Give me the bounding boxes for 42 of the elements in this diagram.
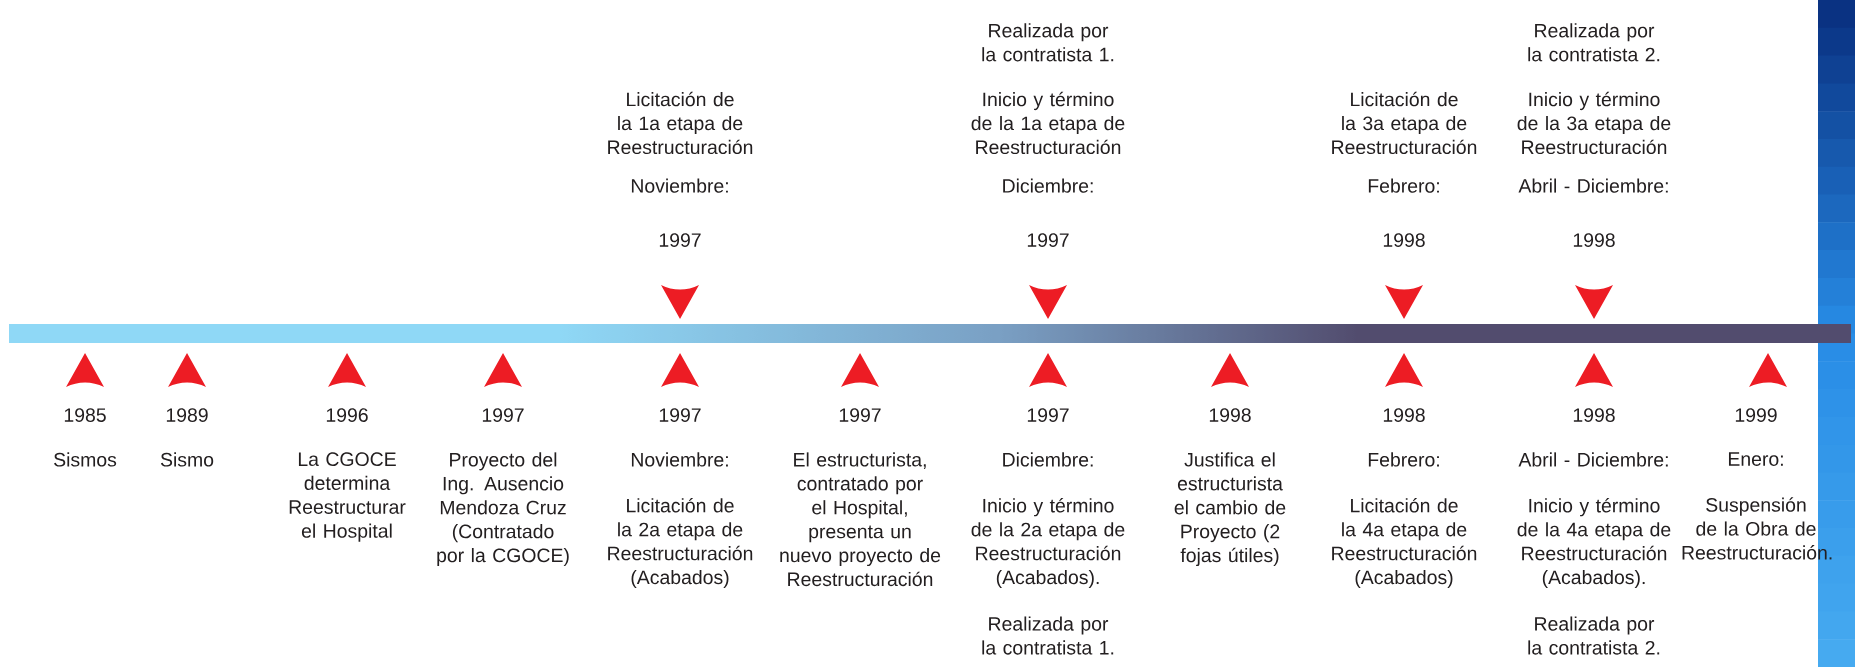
year-label: 1997 — [1027, 233, 1069, 247]
event-description: Licitación de la 2a etapa de Reestructuración (Acabados) — [608, 498, 753, 589]
event-description: Sismos — [54, 452, 117, 467]
event-description: La CGOCE determina Reestructurar el Hospital — [289, 452, 406, 542]
month-label: Diciembre: — [1003, 178, 1093, 193]
event-description: Licitación de la 3a etapa de Reestructuración — [1332, 91, 1477, 155]
year-label: 1997 — [659, 408, 701, 422]
year-label: 1999 — [1735, 408, 1777, 422]
event-description: Sismo — [160, 452, 214, 467]
month-label: Abril - Diciembre: — [1518, 178, 1668, 193]
event-description: Inicio y término de la 4a etapa de Reestructuración (Acabados). — [1517, 498, 1671, 589]
event-description: Inicio y término de la 2a etapa de Reestructuración (Acabados). — [971, 498, 1125, 589]
year-label: 1998 — [1573, 408, 1615, 422]
year-label: 1998 — [1383, 408, 1425, 422]
year-label: 1996 — [326, 408, 368, 422]
year-label: 1998 — [1209, 408, 1251, 422]
event-description: Inicio y término de la 3a etapa de Reestructuración — [1517, 91, 1671, 155]
year-label: 1997 — [839, 408, 881, 422]
contractor-note: Realizada por la contratista 2. — [1528, 616, 1660, 655]
year-label: 1985 — [64, 408, 106, 422]
year-label: 1998 — [1573, 233, 1615, 247]
contractor-note: Realizada por la contratista 1. — [982, 23, 1114, 62]
event-description: Proyecto del Ing. Ausencio Mendoza Cruz (Contratado por la CGOCE) — [437, 452, 569, 567]
contractor-note: Realizada por la contratista 1. — [982, 616, 1114, 655]
contractor-note: Realizada por la contratista 2. — [1528, 23, 1660, 62]
event-description: Licitación de la 1a etapa de Reestructuración — [608, 91, 753, 155]
year-label: 1997 — [1027, 408, 1069, 422]
event-description: El estructurista, contratado por el Hospital, presenta un nuevo proyecto de Reestructuración — [780, 452, 941, 587]
month-label: Noviembre: — [631, 178, 728, 193]
year-label: 1997 — [659, 233, 701, 247]
year-label: 1989 — [166, 408, 208, 422]
month-label: Febrero: — [1368, 452, 1439, 467]
month-label: Diciembre: — [1003, 452, 1093, 467]
year-label: 1997 — [482, 408, 524, 422]
month-label: Enero: — [1729, 452, 1783, 466]
month-label: Abril - Diciembre: — [1518, 452, 1668, 467]
month-label: Febrero: — [1368, 178, 1439, 193]
month-label: Noviembre: — [631, 452, 728, 467]
year-label: 1998 — [1383, 233, 1425, 247]
event-description: Licitación de la 4a etapa de Reestructuración (Acabados) — [1332, 498, 1477, 589]
event-description: Inicio y término de la 1a etapa de Reestructuración — [971, 91, 1125, 155]
event-description: Justifica el estructurista el cambio de Proyecto (2 fojas útiles) — [1174, 452, 1286, 567]
